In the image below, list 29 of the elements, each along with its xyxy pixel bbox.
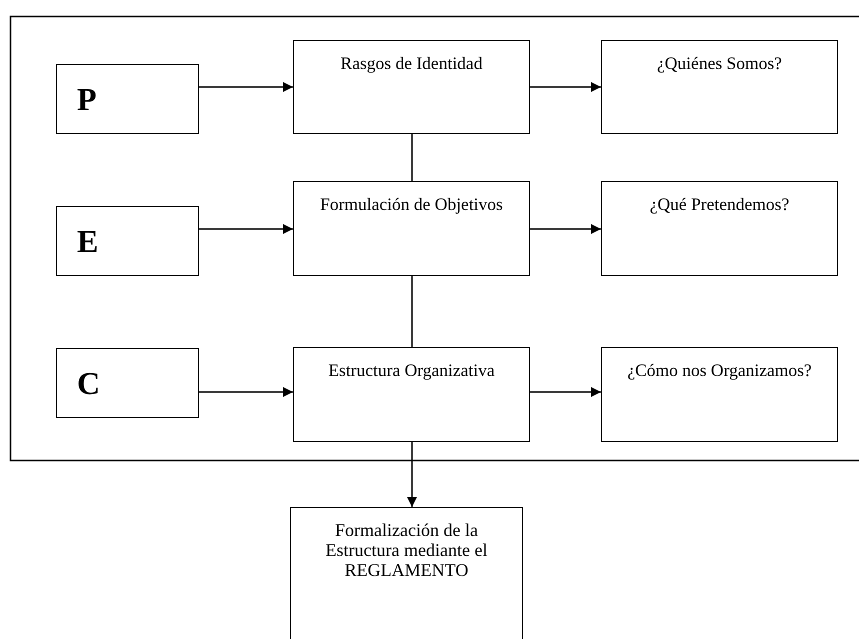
connector-line <box>411 134 413 181</box>
box-label: ¿Quiénes Somos? <box>656 52 783 75</box>
box-label: Formalización de la Estructura mediante el REGLAMENTO <box>324 520 488 580</box>
connector-line <box>411 276 413 347</box>
process-box <box>290 507 523 639</box>
process-box <box>293 40 530 134</box>
box-label: Estructura Organizativa <box>327 359 496 382</box>
arrow <box>199 82 293 92</box>
arrow <box>530 82 601 92</box>
box-label: Formulación de Objetivos <box>319 193 504 216</box>
box-label: ¿Cómo nos Organizamos? <box>626 359 813 382</box>
process-box <box>56 64 199 134</box>
process-box <box>293 347 530 442</box>
arrow <box>199 224 293 234</box>
process-box <box>56 348 199 418</box>
arrow <box>530 387 601 397</box>
box-label: ¿Qué Pretendemos? <box>648 193 790 216</box>
process-box <box>601 40 838 134</box>
process-box <box>293 181 530 276</box>
box-label: C <box>76 367 102 399</box>
arrow <box>530 224 601 234</box>
arrow <box>407 442 417 507</box>
process-box <box>601 181 838 276</box>
box-label: P <box>76 83 98 115</box>
arrow <box>199 387 293 397</box>
process-box <box>56 206 199 276</box>
box-label: Rasgos de Identidad <box>340 52 484 75</box>
box-label: E <box>76 225 100 257</box>
process-box <box>601 347 838 442</box>
